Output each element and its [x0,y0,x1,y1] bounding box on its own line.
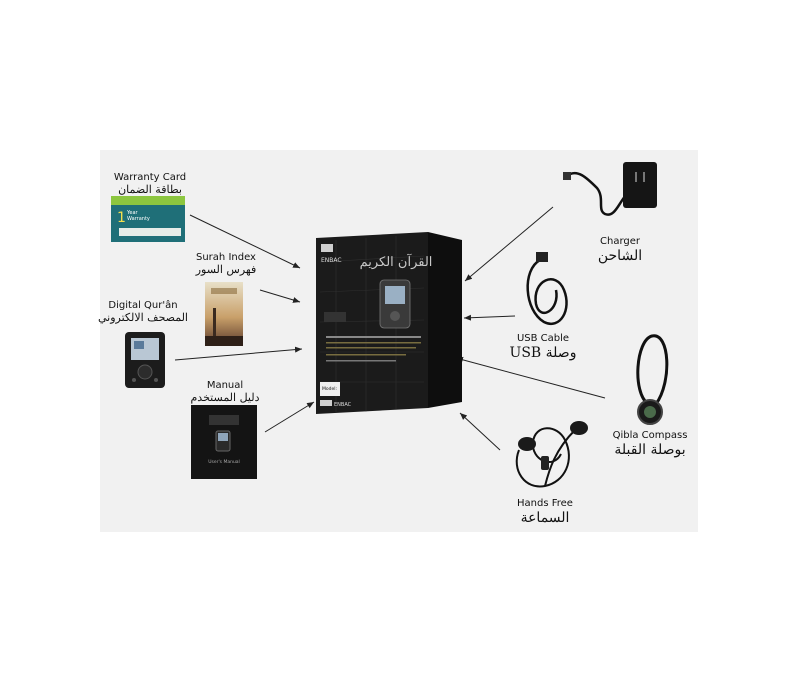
qibla-label-ar: بوصلة القبلة [614,441,686,458]
usb-cable-label-ar: وصلة USB [509,344,577,361]
earbud-left-icon [518,437,536,451]
model-text: Model: [322,386,337,392]
earbud-right-icon [570,421,588,435]
qibla-label: Qibla Compass بوصلة القبلة [605,430,695,458]
usb-cable-image [526,252,568,325]
surah-index-label: Surah Index فهرس السور [186,252,266,276]
digital-quran-label-en: Digital Qur'ân [108,300,178,311]
digital-quran-device-image [125,332,165,388]
digital-quran-label: Digital Qur'ân المصحف الالكتروني [98,300,188,324]
charger-label-ar: الشاحن [597,247,643,264]
arrow-manual [264,401,315,433]
arrow-hands-free [459,412,501,451]
charger-plug-icon [563,172,571,180]
arrow-usb-cable [463,314,516,321]
warranty-card-image: 1 Year Warranty [111,196,185,242]
usb-connector-icon [536,252,548,262]
warranty-label-en: Warranty Card [113,172,187,183]
mic-icon [541,456,549,470]
brand-logo-top-icon [321,244,333,252]
brand-logo-bottom-icon [320,400,332,406]
usb-cable-label-en: USB Cable [516,333,570,344]
surah-index-label-en: Surah Index [196,252,256,263]
surah-index-booklet-image [205,282,243,346]
hands-free-label: Hands Free السماعة [505,498,585,526]
usb-cable-label: USB Cable وصلة USB [503,333,583,361]
arrow-charger [464,206,554,282]
manual-label-en: Manual [206,380,244,391]
device-nav-pad-icon [137,364,153,380]
digital-quran-label-ar: المصحف الالكتروني [98,310,188,324]
arrow-warranty [189,214,301,269]
warranty-label-ar: بطاقة الضمان [118,182,182,196]
charger-label: Charger الشاحن [585,236,655,264]
hands-free-label-ar: السماعة [520,509,570,526]
surah-index-label-ar: فهرس السور [195,262,257,276]
manual-booklet-image: User's Manual [191,405,257,479]
warranty-label: Warranty Card بطاقة الضمان [105,172,195,196]
arabic-title-text: القرآن الكريم [360,253,433,270]
qibla-compass-image [636,334,669,425]
charger-image [563,162,657,216]
device-dpad-icon [390,311,400,321]
seal-icon [324,312,346,322]
product-box: ENBAC القرآن الكريم Model: ENBAC [316,232,462,414]
hands-free-label-en: Hands Free [517,498,573,509]
arrow-surah-index [259,289,301,303]
model-label [320,382,340,396]
device-screen [385,286,405,304]
arrow-qibla [455,356,606,399]
hands-free-image [515,421,588,488]
charger-label-en: Charger [600,236,640,247]
warranty-card-number: 1 [117,210,126,226]
svg-text:Year: Year [126,210,139,216]
minaret-icon [213,308,216,338]
svg-text:Warranty: Warranty [127,216,150,222]
brand-name-bottom: ENBAC [334,402,352,408]
manual-cover-text: User's Manual [208,459,240,465]
brand-name-top: ENBAC [321,257,342,264]
qibla-label-en: Qibla Compass [612,430,688,441]
manual-label: Manual دليل المستخدم [180,380,270,404]
arrow-digital-quran [174,346,303,361]
manual-label-ar: دليل المستخدم [190,390,260,404]
